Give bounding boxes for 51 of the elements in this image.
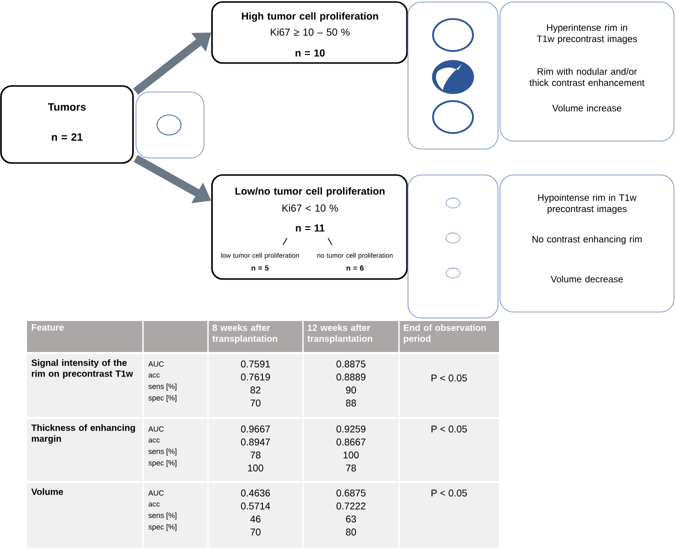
finding-text: Hyperintense rim in T1w precontrast images xyxy=(536,24,637,44)
box-title: n = 11 xyxy=(296,224,324,232)
box-title: Tumors xyxy=(48,103,86,111)
feature-name: Volume xyxy=(31,488,64,495)
metric-value: 78 xyxy=(346,464,356,472)
metric-value: 0.8875 xyxy=(336,360,366,368)
metric-value: 78 xyxy=(250,452,260,458)
p-value: P < 0.05 xyxy=(432,426,467,432)
image-panel xyxy=(408,2,498,150)
box-title: Ki67 ≥ 10 – 50 % xyxy=(270,28,350,36)
metric-value: 0.7619 xyxy=(241,374,270,380)
box-title: High tumor cell proliferation xyxy=(242,12,378,22)
metric-value: 0.9259 xyxy=(336,426,366,432)
metric-value: 70 xyxy=(250,400,261,406)
metric-value: 90 xyxy=(346,386,356,394)
metric-value: 100 xyxy=(248,464,264,472)
feature-name: Thickness of enhancing margin xyxy=(31,424,135,444)
image-panel xyxy=(136,92,204,158)
finding-text: Volume decrease xyxy=(550,276,623,282)
finding-text: Rim with nodular and/or thick contrast enhancement xyxy=(530,68,644,86)
metric-value: 100 xyxy=(344,452,359,458)
metric-value: 82 xyxy=(250,386,260,394)
metric-value: 46 xyxy=(250,516,260,522)
column-header: 12 weeks after transplantation xyxy=(307,324,372,344)
metric-value: 0.8947 xyxy=(241,438,270,446)
metric-value: 0.7222 xyxy=(336,502,366,510)
finding-text: Volume increase xyxy=(552,104,622,112)
metric-value: 0.7591 xyxy=(241,360,270,368)
metric-value: 63 xyxy=(346,516,356,522)
box-title: Ki67 < 10 % xyxy=(282,204,338,212)
column-header: 8 weeks after transplantation xyxy=(212,324,278,344)
image-panel xyxy=(408,174,498,318)
metric-value: 70 xyxy=(250,528,261,536)
box-title: n = 21 xyxy=(52,133,83,141)
metric-value: 0.5714 xyxy=(241,502,270,510)
p-value: P < 0.05 xyxy=(432,374,467,382)
box-title: Low/no tumor cell proliferation xyxy=(236,187,385,197)
p-value: P < 0.05 xyxy=(432,490,467,496)
column-header: Feature xyxy=(32,324,64,331)
column-header: End of observation period xyxy=(404,324,486,344)
metric-value: 0.4636 xyxy=(241,490,270,496)
metric-value: 80 xyxy=(346,528,356,536)
metric-value: 0.8667 xyxy=(336,438,366,446)
metric-value: 0.6875 xyxy=(336,490,366,496)
finding-text: No contrast enhancing rim xyxy=(532,236,642,244)
box-title: n = 10 xyxy=(296,49,325,57)
feature-name: Signal intensity of the rim on precontrast T1w xyxy=(32,359,134,379)
finding-text: Hypointense rim in T1w precontrast images xyxy=(538,194,637,214)
metric-value: 0.8889 xyxy=(336,374,366,380)
metric-value: 88 xyxy=(346,400,356,406)
metric-value: 0.9667 xyxy=(241,426,270,432)
